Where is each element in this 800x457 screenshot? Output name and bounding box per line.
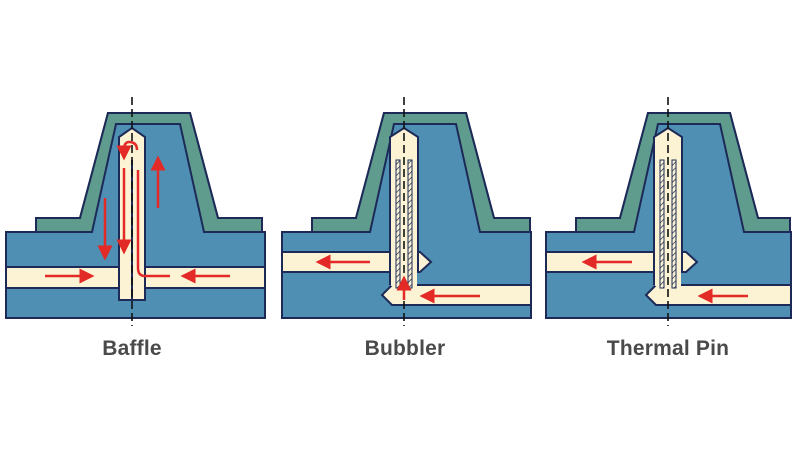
- panel-bubbler: [281, 97, 532, 326]
- molded-part: [35, 112, 263, 233]
- flow-arrows: [45, 140, 230, 284]
- caption-baffle: Baffle: [102, 337, 162, 360]
- bubbler-tube-wall: [395, 159, 401, 289]
- caption-thermal-pin: Thermal Pin: [606, 337, 730, 360]
- flow-arrows: [315, 254, 480, 304]
- molded-part: [311, 112, 531, 233]
- thermal-pin-wall: [659, 159, 665, 289]
- flow-arrows: [581, 254, 748, 304]
- panel-baffle: [5, 97, 266, 326]
- bubbler-tube-wall: [407, 159, 413, 289]
- panel-thermal-pin: [545, 97, 792, 326]
- thermal-pin-wall: [671, 159, 677, 289]
- caption-bubbler: Bubbler: [364, 337, 446, 360]
- molded-part: [575, 112, 791, 233]
